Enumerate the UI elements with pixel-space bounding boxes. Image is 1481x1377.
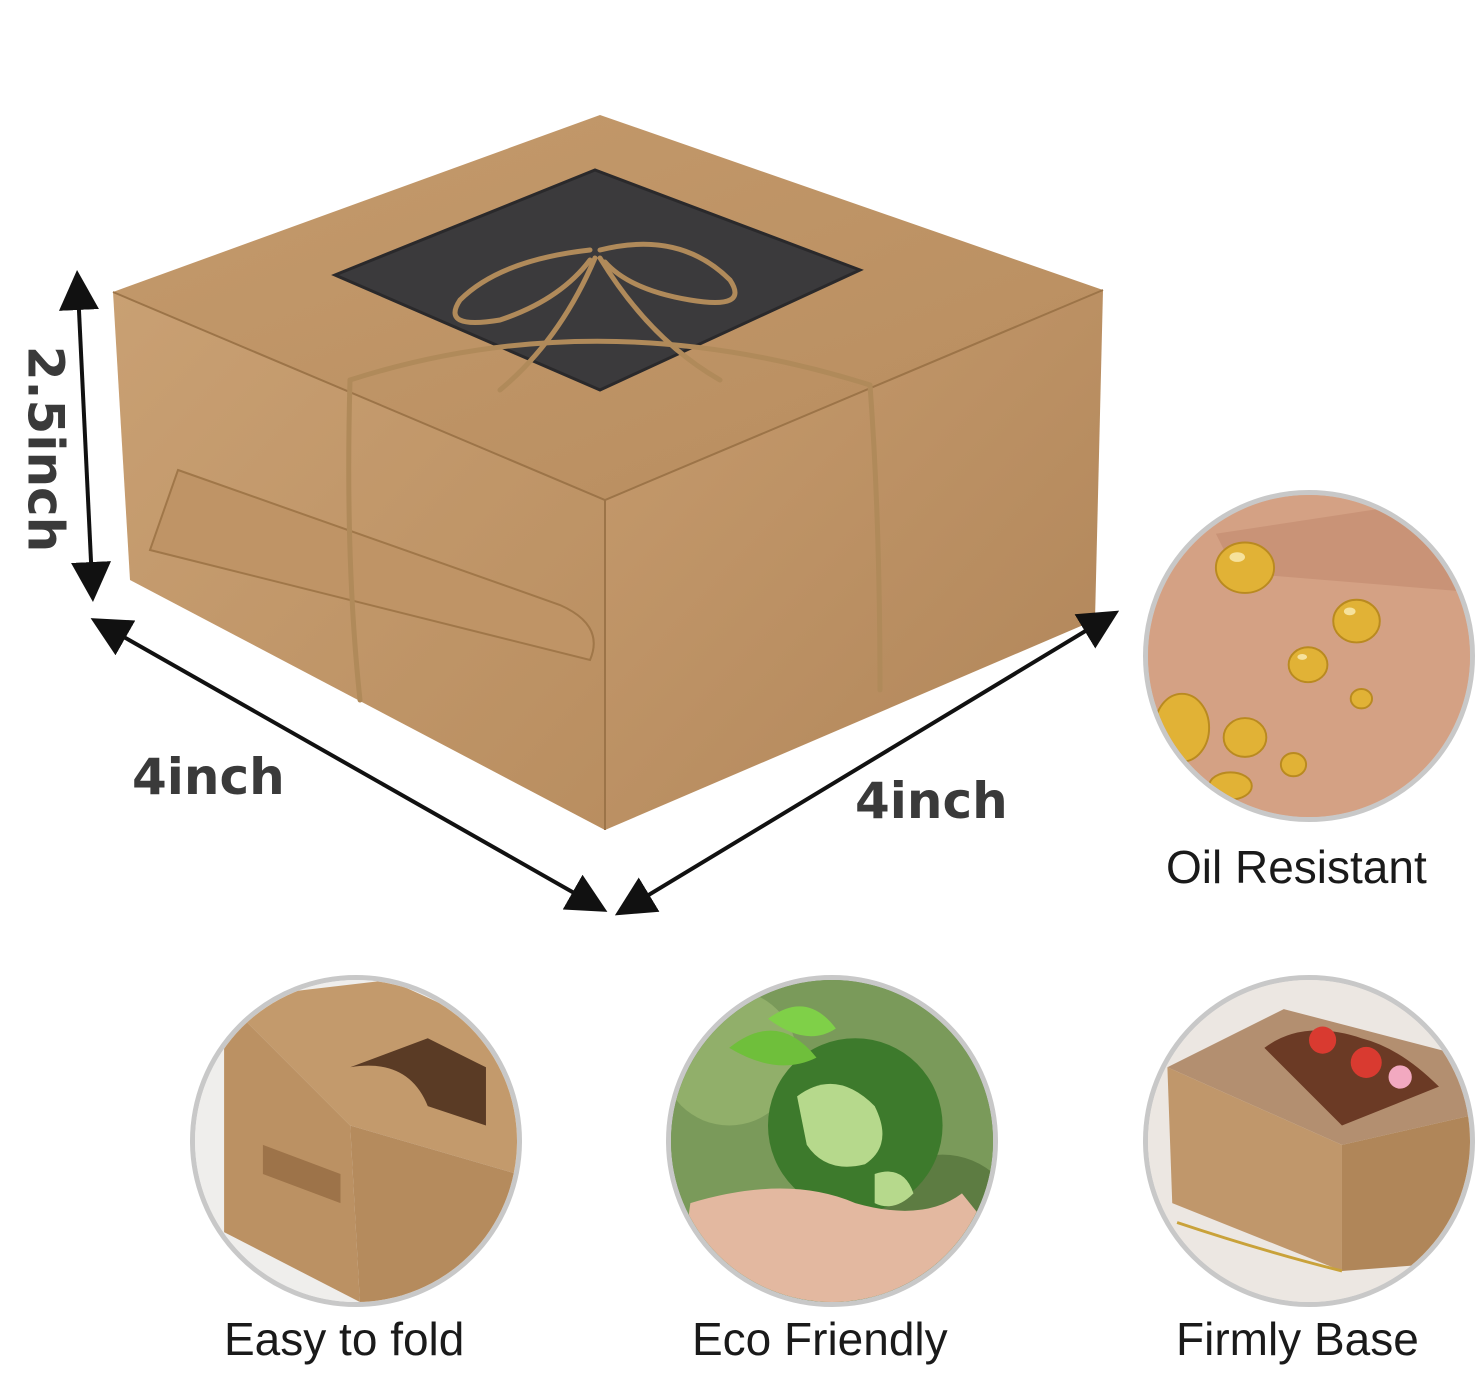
eco-friendly-label: Eco Friendly (692, 1313, 948, 1365)
oil-drops-icon (1148, 495, 1470, 817)
height-label: 2.5inch (16, 345, 75, 553)
firmly-base-image (1143, 975, 1475, 1307)
oil-resistant-label: Oil Resistant (1166, 841, 1427, 893)
height-arrow (58, 270, 112, 602)
left-width-arrow (90, 618, 608, 912)
left-width-label: 4inch (132, 748, 285, 806)
eco-friendly-image (666, 975, 998, 1307)
firmly-base-label: Firmly Base (1176, 1313, 1419, 1365)
globe-leaf-icon (671, 980, 993, 1302)
easy-to-fold-image (190, 975, 522, 1307)
box-with-cake-icon (1148, 980, 1470, 1302)
easy-to-fold-label: Easy to fold (224, 1313, 465, 1365)
box-window (331, 168, 864, 392)
right-width-arrow (614, 610, 1120, 916)
folded-box-icon (195, 980, 517, 1302)
oil-resistant-image (1143, 490, 1475, 822)
right-width-label: 4inch (855, 772, 1008, 830)
